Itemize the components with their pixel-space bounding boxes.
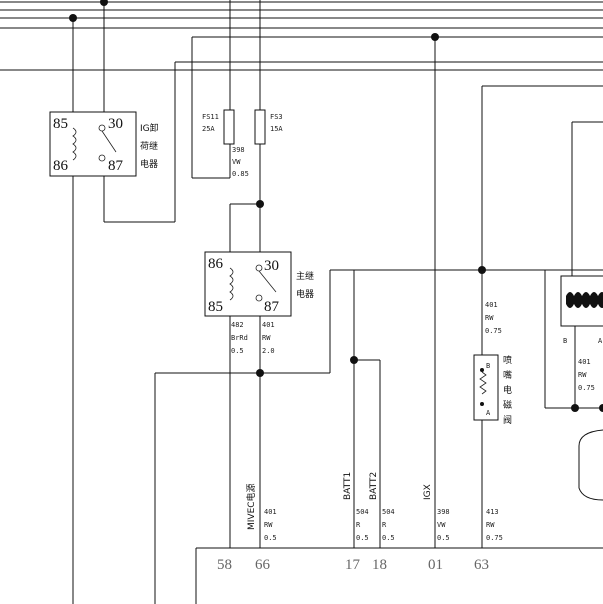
relay-pin-86: 86: [53, 158, 69, 174]
wire-spec: 482: [231, 321, 244, 329]
valve-pin-a: A: [486, 409, 491, 417]
relay-pin-86: 86: [208, 256, 224, 272]
relay-pin-85: 85: [53, 116, 68, 132]
right-connector: B A 401 RW 0.75: [544, 121, 603, 501]
ecu-connector: 58 66 17 18 01 63: [195, 547, 603, 604]
connector-pin-b: B: [563, 337, 567, 345]
wire-spec: 0.5: [437, 534, 450, 542]
wire-spec: BrRd: [231, 334, 248, 342]
signal-mivec-power: MIVEC电源: [245, 483, 257, 530]
relay-label-line: 主继: [296, 270, 314, 282]
valve-label-line: 磁: [503, 399, 512, 411]
fuses: FS11 25A FS3 15A 398 VW 0.85: [192, 109, 283, 254]
mid-wiring: 401 RW 0.75: [69, 0, 603, 604]
wire-spec: 504: [382, 508, 395, 516]
valve-pin-b: B: [486, 362, 490, 370]
relay-pin-30: 30: [264, 258, 279, 274]
signal-batt1: BATT1: [343, 472, 353, 500]
fuse-id: FS11: [202, 113, 219, 121]
connector-pin-a: A: [598, 337, 603, 345]
valve-label-line: 阀: [503, 415, 512, 426]
signal-batt2: BATT2: [369, 472, 379, 500]
connector-pin-17: 17: [345, 557, 361, 573]
connector-pin-58: 58: [217, 557, 232, 573]
wire-spec: 0.5: [264, 534, 277, 542]
relay-pin-85: 85: [208, 299, 223, 315]
wire-spec: 401: [262, 321, 275, 329]
injector-solenoid-valve: B A 喷 嘴 电 磁 阀: [473, 354, 512, 426]
wire-spec: 401: [578, 358, 591, 366]
main-relay: 86 85 30 87 主继 电器 482 BrRd 0.5 401 RW 2.…: [204, 200, 314, 548]
wire-spec: 2.0: [262, 347, 275, 355]
fuse-rating: 15A: [270, 125, 283, 133]
ig-unload-relay: 85 86 30 87 IG卸 荷继 电器: [49, 111, 159, 177]
relay-label-line: 荷继: [140, 140, 158, 152]
wire-spec: RW: [486, 521, 495, 529]
connector-pin-63: 63: [474, 557, 489, 573]
wire-spec: VW: [437, 521, 446, 529]
wire-spec: 0.85: [232, 170, 249, 178]
valve-label-line: 喷: [503, 355, 512, 366]
wire-spec: 0.5: [231, 347, 244, 355]
signal-labels: MIVEC电源 BATT1 BATT2 IGX: [245, 472, 433, 530]
wire-spec: 401: [485, 301, 498, 309]
wire-spec: R: [382, 521, 387, 529]
wire-spec: 398: [232, 146, 245, 154]
relay-label-line: 电器: [296, 288, 314, 300]
fuse-id: FS3: [270, 113, 283, 121]
wire-spec: 0.75: [486, 534, 503, 542]
wire-spec: RW: [578, 371, 587, 379]
bottom-wire-specs: 401 RW 0.5 504 R 0.5 504 R 0.5 398 VW 0.…: [264, 508, 503, 542]
wire-spec: 0.5: [382, 534, 395, 542]
valve-label-line: 电: [503, 384, 512, 396]
top-bus-lines: [0, 1, 603, 222]
wire-spec: 398: [437, 508, 450, 516]
wire-spec: 0.75: [578, 384, 595, 392]
relay-pin-87: 87: [264, 299, 280, 315]
connector-pin-18: 18: [372, 557, 387, 573]
fuse-rating: 25A: [202, 125, 215, 133]
wire-spec: 0.75: [485, 327, 502, 335]
wire-spec: 0.5: [356, 534, 369, 542]
connector-pin-66: 66: [255, 557, 271, 573]
signal-igx: IGX: [423, 484, 433, 500]
wire-spec: 401: [264, 508, 277, 516]
wire-spec: RW: [485, 314, 494, 322]
valve-label-line: 嘴: [503, 370, 512, 381]
wire-spec: 413: [486, 508, 499, 516]
relay-label-line: 电器: [140, 158, 158, 170]
wire-spec: RW: [262, 334, 271, 342]
relay-label-line: IG卸: [140, 122, 159, 134]
wire-spec: 504: [356, 508, 369, 516]
wire-spec: R: [356, 521, 361, 529]
wire-spec: RW: [264, 521, 273, 529]
relay-pin-30: 30: [108, 116, 123, 132]
connector-pin-01: 01: [428, 557, 443, 573]
relay-pin-87: 87: [108, 158, 124, 174]
wire-spec: VW: [232, 158, 241, 166]
